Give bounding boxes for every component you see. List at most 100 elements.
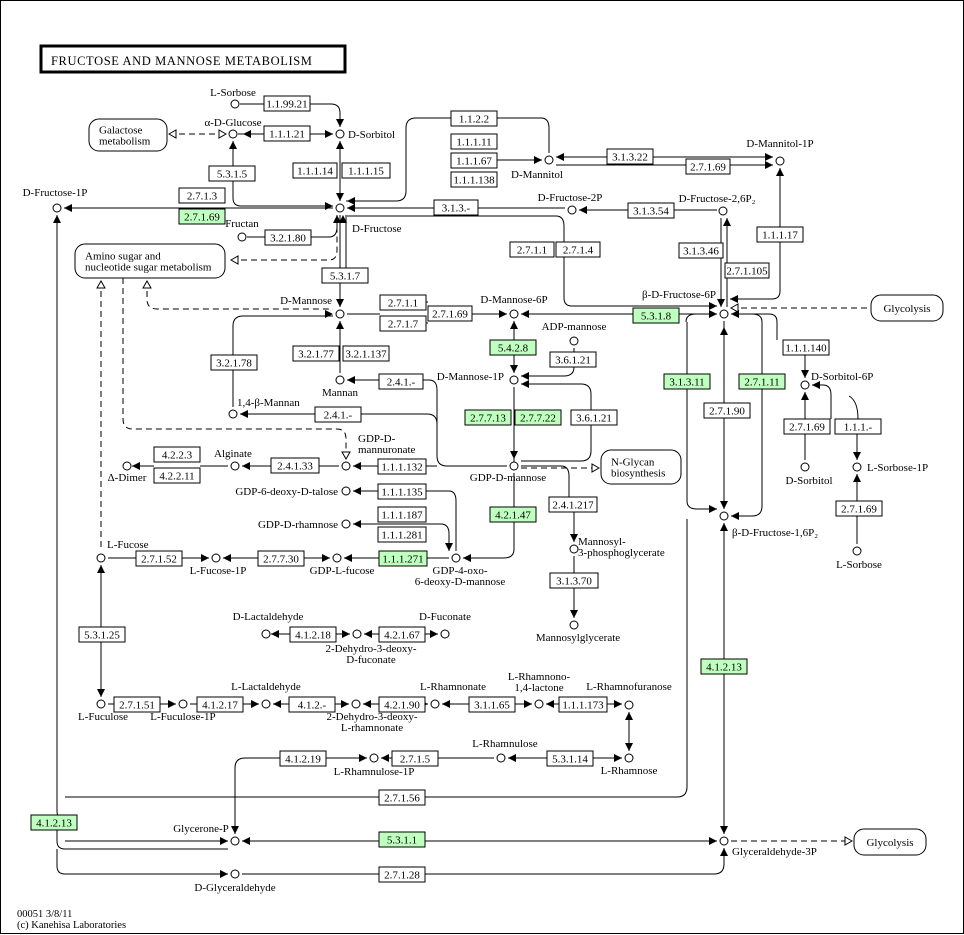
compound-node[interactable] — [335, 129, 345, 139]
compound-d-fructose-26p2[interactable]: D-Fructose-2,6P₂ — [679, 193, 756, 216]
enzyme-box[interactable] — [279, 750, 327, 767]
compound-node[interactable] — [228, 409, 238, 419]
compound-node[interactable] — [351, 699, 361, 709]
enzyme-3.1.3.70[interactable]: 3.1.3.70 — [549, 572, 599, 589]
compound-d-lactaldehyde[interactable]: D-Lactaldehyde — [233, 611, 304, 639]
compound-node[interactable] — [335, 375, 345, 385]
enzyme-box[interactable] — [208, 165, 256, 182]
enzyme-box[interactable] — [627, 202, 675, 219]
pathway-link-glycolysis-1[interactable]: Glycolysis — [870, 294, 944, 322]
compound-node[interactable] — [852, 462, 862, 472]
compound-node[interactable] — [852, 546, 862, 556]
enzyme-box[interactable] — [78, 626, 126, 643]
compound-d-mannose[interactable]: D-Mannose — [280, 295, 345, 319]
pathway-link-box[interactable] — [870, 294, 944, 322]
enzyme-box[interactable] — [835, 500, 883, 517]
compound-node[interactable] — [369, 753, 379, 763]
enzyme-box[interactable] — [263, 125, 311, 142]
enzyme-2.7.1.1[interactable]: 2.7.1.1 — [509, 241, 555, 258]
enzyme-box[interactable] — [703, 402, 751, 419]
compound-l-fuculose[interactable]: L-Fuculose — [78, 699, 128, 723]
enzyme-1.1.1.132[interactable]: 1.1.1.132 — [377, 458, 427, 475]
enzyme-2.7.1.7[interactable]: 2.7.1.7 — [379, 315, 427, 332]
enzyme-box[interactable] — [342, 345, 390, 362]
enzyme-1.1.1.17[interactable]: 1.1.1.17 — [756, 226, 804, 243]
enzyme-5.3.1.8[interactable]: 5.3.1.8 — [632, 307, 680, 324]
compound-node[interactable] — [52, 203, 62, 213]
enzyme-1.1.2.2[interactable]: 1.1.2.2 — [450, 110, 498, 127]
enzyme-box[interactable] — [153, 446, 201, 463]
compound-mannan[interactable]: Mannan — [322, 375, 359, 399]
compound-mannosyl-3pg[interactable]: Mannosyl-3-phosphoglycerate — [569, 536, 665, 559]
compound-node[interactable] — [332, 553, 342, 563]
enzyme-box[interactable] — [724, 262, 770, 279]
enzyme-box[interactable] — [377, 483, 427, 500]
enzyme-2.7.1.56[interactable]: 2.7.1.56 — [378, 789, 426, 806]
enzyme-box[interactable] — [546, 750, 594, 767]
enzyme-box[interactable] — [685, 158, 731, 175]
enzyme-box-highlighted[interactable] — [632, 307, 680, 324]
enzyme-4.2.2.11[interactable]: 4.2.2.11 — [153, 467, 201, 484]
enzyme-4.1.2.18[interactable]: 4.1.2.18 — [289, 626, 337, 643]
compound-node[interactable] — [719, 309, 729, 319]
enzyme-box[interactable] — [378, 696, 426, 713]
enzyme-3.6.1.21[interactable]: 3.6.1.21 — [570, 409, 618, 426]
enzyme-box[interactable] — [378, 789, 426, 806]
enzyme-5.4.2.8[interactable]: 5.4.2.8 — [489, 339, 537, 356]
enzyme-box[interactable] — [288, 696, 336, 713]
enzyme-2.4.1.-[interactable]: 2.4.1.- — [378, 373, 424, 390]
compound-l-rhamnose[interactable]: L-Rhamnose — [601, 753, 658, 777]
enzyme-4.1.2.17[interactable]: 4.1.2.17 — [196, 696, 244, 713]
compound-d-fructose-1p[interactable]: D-Fructose-1P — [23, 187, 88, 213]
enzyme-box[interactable] — [321, 267, 369, 284]
enzyme-4.2.2.3[interactable]: 4.2.2.3 — [153, 446, 201, 463]
compound-node[interactable] — [341, 461, 351, 471]
compound-l-lactaldehyde[interactable]: L-Lactaldehyde — [231, 681, 301, 709]
compound-node[interactable] — [237, 232, 247, 242]
enzyme-box[interactable] — [153, 467, 201, 484]
pathway-link-glycolysis-2[interactable]: Glycolysis — [853, 828, 927, 856]
enzyme-4.1.2.19[interactable]: 4.1.2.19 — [279, 750, 327, 767]
compound-node[interactable] — [341, 486, 351, 496]
enzyme-box[interactable] — [270, 457, 320, 474]
compound-l-fucose-1p[interactable]: L-Fucose-1P — [190, 553, 247, 577]
enzyme-2.7.1.11[interactable]: 2.7.1.11 — [738, 373, 786, 390]
pathway-link-box[interactable] — [88, 118, 168, 152]
enzyme-5.3.1.5[interactable]: 5.3.1.5 — [208, 165, 256, 182]
enzyme-2.7.1.52[interactable]: 2.7.1.52 — [135, 550, 183, 567]
compound-l-fuculose-1p[interactable]: L-Fuculose-1P — [150, 699, 216, 723]
enzyme-box[interactable] — [292, 345, 340, 362]
compound-node[interactable] — [230, 869, 240, 879]
compound-dehydro-d-fuconate[interactable]: 2-Dehydro-3-deoxy-D-fuconate — [325, 629, 417, 666]
enzyme-box-highlighted[interactable] — [178, 208, 226, 225]
compound-node[interactable] — [230, 99, 240, 109]
enzyme-box[interactable] — [377, 526, 427, 543]
enzyme-3.6.1.21[interactable]: 3.6.1.21 — [549, 351, 597, 368]
compound-node[interactable] — [352, 629, 362, 639]
compound-node[interactable] — [430, 699, 440, 709]
compound-gdp-d-mannuronate[interactable]: GDP-D-mannuronate — [341, 433, 416, 471]
enzyme-box[interactable] — [549, 572, 599, 589]
compound-glyceraldehyde-3p[interactable]: Glyceraldehyde-3P — [719, 836, 817, 858]
enzyme-4.2.1.67[interactable]: 4.2.1.67 — [378, 626, 426, 643]
compound-node[interactable] — [451, 553, 461, 563]
compound-node[interactable] — [335, 203, 345, 213]
compound-dehydro-l-rhamnonate[interactable]: 2-Dehydro-3-deoxy-L-rhamnonate — [326, 699, 418, 734]
compound-d-glyceraldehyde[interactable]: D-Glyceraldehyde — [194, 869, 276, 894]
enzyme-1.1.1.67[interactable]: 1.1.1.67 — [450, 152, 498, 169]
enzyme-1.1.1.14[interactable]: 1.1.1.14 — [292, 162, 338, 179]
compound-fructan[interactable]: Fructan — [225, 218, 259, 242]
enzyme-2.4.1.-[interactable]: 2.4.1.- — [314, 406, 362, 423]
compound-l-sorbose-b[interactable]: L-Sorbose — [836, 546, 882, 571]
enzyme-box[interactable] — [468, 696, 516, 713]
enzyme-5.3.1.25[interactable]: 5.3.1.25 — [78, 626, 126, 643]
enzyme-2.7.1.28[interactable]: 2.7.1.28 — [378, 866, 426, 883]
enzyme-box[interactable] — [450, 110, 498, 127]
enzyme-5.3.1.1[interactable]: 5.3.1.1 — [378, 831, 426, 848]
enzyme-1.1.1.135[interactable]: 1.1.1.135 — [377, 483, 427, 500]
compound-node[interactable] — [178, 699, 188, 709]
enzyme-box[interactable] — [135, 550, 183, 567]
enzyme-box[interactable] — [548, 496, 598, 513]
compound-node[interactable] — [261, 699, 271, 709]
compound-node[interactable] — [509, 375, 519, 385]
